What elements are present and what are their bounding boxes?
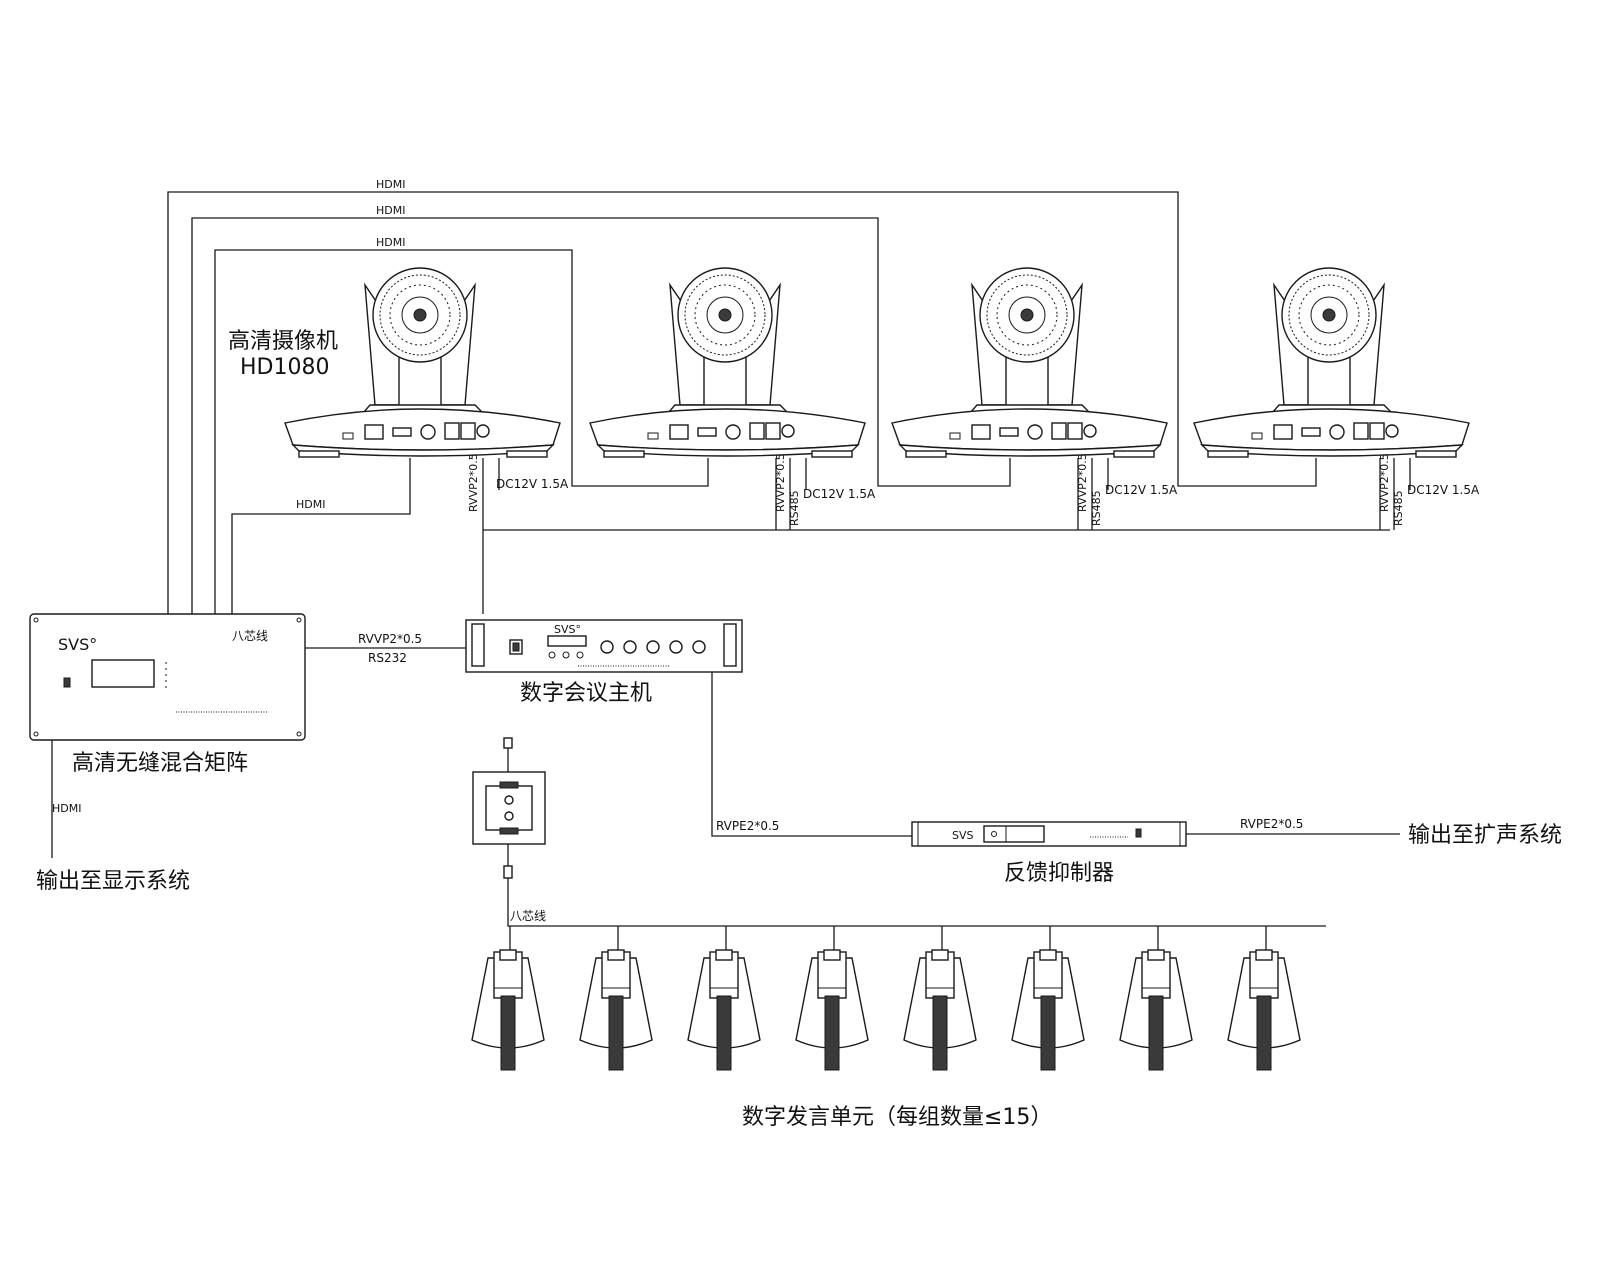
camera-3-power-label: DC12V 1.5A [1105, 483, 1178, 497]
hdmi-lines: HDMI HDMI HDMI HDMI [167, 178, 1317, 614]
units-title: 数字发言单元（每组数量≤15） [742, 1105, 1052, 1130]
camera-1-power-label: DC12V 1.5A [496, 477, 569, 491]
hd-matrix: SVS° 八芯线 [29, 613, 306, 741]
control-bus [482, 458, 1411, 614]
speaker-unit [1011, 926, 1085, 1071]
matrix-brand: SVS° [58, 635, 97, 654]
speaker-unit [687, 926, 761, 1071]
matrix-output-label: 输出至显示系统 [36, 869, 190, 894]
feedback-suppressor: SVS [911, 821, 1187, 847]
matrix-title: 高清无缝混合矩阵 [72, 751, 248, 776]
suppressor-out-cable: RVPE2*0.5 [1240, 817, 1303, 831]
camera-3-control-cable: RVVP2*0.5 [1076, 453, 1089, 512]
camera-2-control-cable: RVVP2*0.5 [774, 453, 787, 512]
camera-4-control-cable: RVVP2*0.5 [1378, 453, 1391, 512]
hdmi-label-1: HDMI [376, 178, 405, 191]
host-suppressor-link [711, 672, 912, 837]
camera-1-control-cable: RVVP2*0.5 [467, 453, 480, 512]
matrix-output-hdmi-label: HDMI [52, 802, 81, 815]
camera-2-power-label: DC12V 1.5A [803, 487, 876, 501]
camera-3 [891, 267, 1168, 458]
conference-host: SVS° [465, 619, 743, 673]
suppressor-in-cable: RVPE2*0.5 [716, 819, 779, 833]
host-link-cable: RVVP2*0.5 [358, 632, 422, 646]
camera-4-power-label: DC12V 1.5A [1407, 483, 1480, 497]
camera-4-bus-label: RS485 [1392, 490, 1405, 526]
speaker-unit [795, 926, 869, 1071]
speaker-unit [1227, 926, 1301, 1071]
matrix-cable-label: 八芯线 [232, 629, 268, 643]
speaker-unit [471, 926, 545, 1071]
speaker-unit [903, 926, 977, 1071]
speaker-unit [579, 926, 653, 1071]
suppressor-brand: SVS [952, 829, 974, 842]
host-title: 数字会议主机 [520, 681, 652, 706]
camera-1 [284, 267, 561, 458]
camera-model: HD1080 [240, 355, 329, 380]
units-cable-label: 八芯线 [510, 909, 546, 923]
camera-2 [589, 267, 866, 458]
speaker-unit-bus: 八芯线 [507, 909, 1326, 927]
hdmi-label-3: HDMI [376, 236, 405, 249]
host-brand: SVS° [554, 623, 581, 636]
camera-4 [1193, 267, 1470, 458]
camera-2-bus-label: RS485 [788, 490, 801, 526]
speaker-unit [1119, 926, 1193, 1071]
host-link-protocol: RS232 [368, 651, 407, 665]
speaker-units [471, 926, 1301, 1071]
camera-title: 高清摄像机 [228, 329, 338, 354]
hdmi-label-4: HDMI [296, 498, 325, 511]
suppressor-output-label: 输出至扩声系统 [1408, 823, 1562, 848]
suppressor-title: 反馈抑制器 [1004, 861, 1114, 886]
hdmi-label-2: HDMI [376, 204, 405, 217]
camera-3-bus-label: RS485 [1090, 490, 1103, 526]
junction-box [472, 737, 546, 922]
